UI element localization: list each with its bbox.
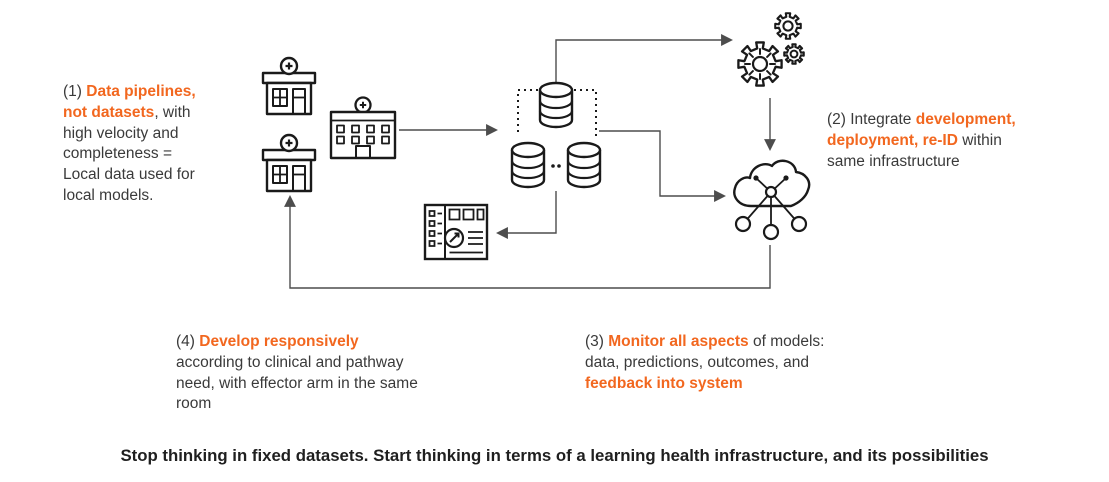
- annotation-data-pipelines: (1) Data pipelines, not datasets, with h…: [63, 82, 196, 207]
- annotation-highlight: feedback into system: [585, 374, 743, 392]
- annotation-monitor-models: (3) Monitor all aspects of models: data,…: [585, 332, 824, 394]
- database-cylinder-right: [566, 141, 602, 189]
- hospital-body: [329, 110, 397, 160]
- annotation-line: room: [176, 394, 418, 415]
- annotation-text: of models:: [748, 333, 825, 350]
- network-node: [762, 223, 780, 241]
- ml-model-network-icon: [726, 152, 818, 248]
- annotation-line: according to clinical and pathway: [176, 353, 418, 374]
- annotation-text: , with: [154, 103, 191, 121]
- network-links: [742, 177, 800, 232]
- annotation-text: room: [176, 395, 212, 413]
- network-dot: [783, 175, 789, 181]
- connector-database-to-model: [599, 130, 726, 202]
- dashboard-monitoring-icon: [420, 196, 492, 268]
- network-node: [734, 215, 752, 233]
- annotation-line: same infrastructure: [827, 152, 1016, 173]
- annotation-highlight: Develop responsively: [199, 333, 359, 350]
- hospital-windows: [336, 124, 390, 145]
- annotation-text: data, predictions, outcomes, and: [585, 353, 810, 371]
- gear-small-right: [783, 43, 805, 65]
- annotation-highlight: deployment, re-ID: [827, 131, 958, 149]
- annotation-text: completeness =: [63, 145, 172, 163]
- gauge-trend-arrow: [449, 232, 460, 243]
- dotted-link-left: [517, 89, 538, 136]
- annotation-line: feedback into system: [585, 374, 824, 395]
- annotation-text: Local data used for: [63, 166, 195, 184]
- annotation-line: completeness =: [63, 144, 196, 165]
- annotation-text: within: [957, 131, 1002, 149]
- gear-small-top: [774, 12, 802, 40]
- annotation-line: (4) Develop responsively: [176, 332, 418, 353]
- annotation-highlight: not datasets: [63, 103, 155, 121]
- clinic-building-icon: [256, 133, 322, 199]
- bottom-caption: Stop thinking in fixed datasets. Start t…: [120, 446, 989, 465]
- annotation-highlight: development,: [915, 111, 1016, 128]
- annotation-line: data, predictions, outcomes, and: [585, 353, 824, 374]
- connector-model-feedback-to-clinic: [284, 195, 771, 289]
- network-hub-node: [764, 185, 778, 199]
- annotation-line: not datasets, with: [63, 103, 196, 124]
- hospital-building-icon: [326, 96, 400, 162]
- dashboard-list-items: [428, 210, 436, 247]
- annotation-text: high velocity and: [63, 124, 179, 142]
- annotation-line: local models.: [63, 186, 196, 207]
- annotation-line: (1) Data pipelines,: [63, 82, 196, 103]
- annotation-develop-responsively: (4) Develop responsively according to cl…: [176, 332, 418, 415]
- clinic-building-icon: [256, 56, 322, 122]
- gear-hub-spokes: [744, 48, 776, 80]
- annotation-line: (3) Monitor all aspects of models:: [585, 332, 824, 353]
- cloud-outline: [733, 159, 811, 208]
- annotation-line: need, with effector arm in the same: [176, 374, 418, 395]
- hospital-door: [355, 145, 371, 159]
- dashboard-tiles: [448, 208, 485, 221]
- dashboard-text-lines: [449, 231, 483, 254]
- connector-database-to-gears: [555, 34, 733, 84]
- annotation-text: according to clinical and pathway: [176, 353, 404, 371]
- annotation-text: need, with effector arm in the same: [176, 374, 418, 392]
- annotation-highlight: Data pipelines,: [86, 83, 196, 100]
- connector-database-to-dashboard: [496, 191, 557, 239]
- annotation-text: local models.: [63, 186, 154, 204]
- gears-icon: [726, 8, 816, 96]
- database-cylinder-left: [510, 141, 546, 189]
- database-cluster-icon: [502, 80, 612, 198]
- annotation-line: (2) Integrate development,: [827, 110, 1016, 131]
- annotation-text: same infrastructure: [827, 152, 960, 170]
- gear-hub: [751, 55, 769, 73]
- network-dot: [753, 175, 759, 181]
- dotted-link-right: [574, 89, 597, 136]
- ellipsis-dot: [551, 164, 555, 168]
- ellipsis-dot: [557, 164, 561, 168]
- database-cylinder-top: [538, 81, 574, 129]
- network-node: [790, 215, 808, 233]
- annotation-text: (4): [176, 333, 200, 350]
- annotation-line: Local data used for: [63, 165, 196, 186]
- annotation-text: (3): [585, 333, 609, 350]
- annotation-text: (1): [63, 83, 87, 100]
- annotation-text: (2) Integrate: [827, 111, 916, 128]
- annotation-line: high velocity and: [63, 124, 196, 145]
- annotation-line: deployment, re-ID within: [827, 131, 1016, 152]
- annotation-highlight: Monitor all aspects: [608, 333, 749, 350]
- annotation-integrate-infrastructure: (2) Integrate development, deployment, r…: [827, 110, 1016, 172]
